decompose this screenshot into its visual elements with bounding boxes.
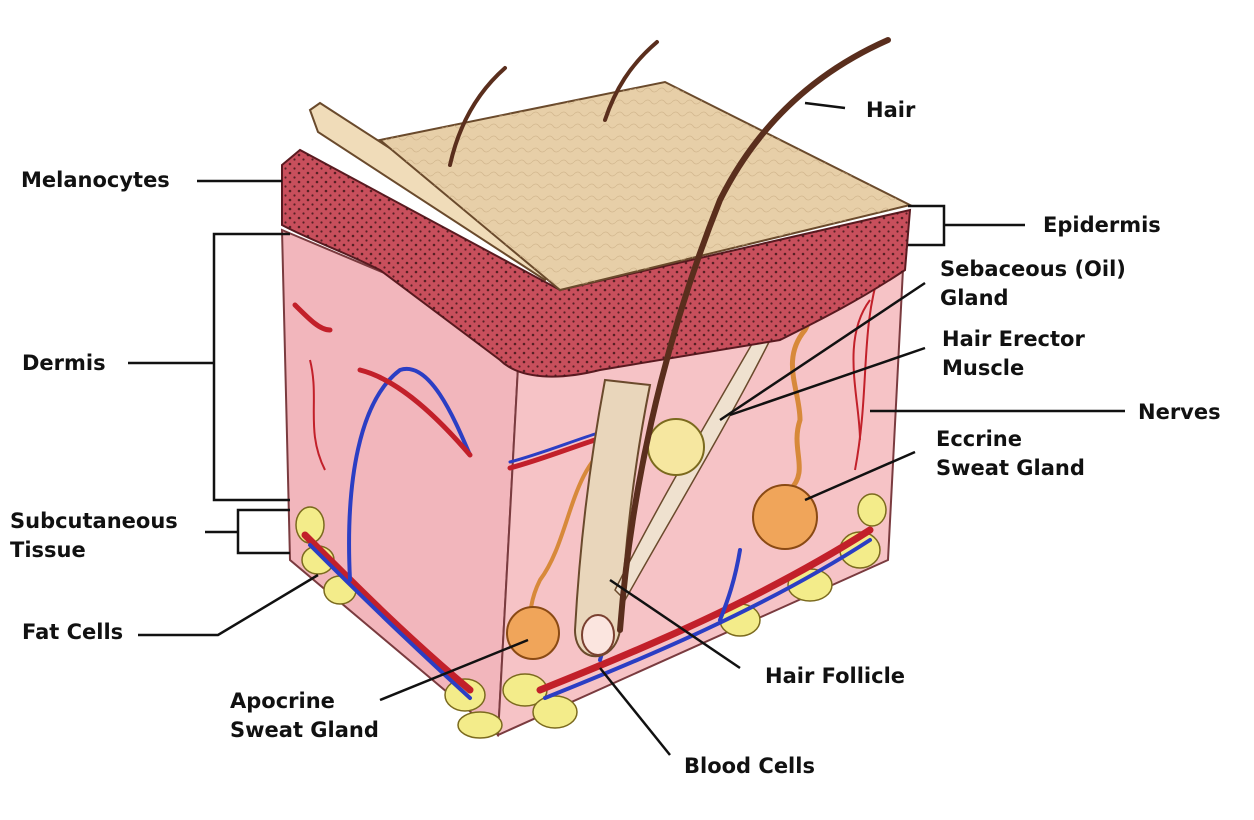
hair-follicle	[573, 378, 652, 658]
nerve-fibers	[309, 269, 881, 471]
label-blood-cells: Blood Cells	[684, 754, 815, 778]
hairs	[448, 37, 891, 633]
label-dermis: Dermis	[22, 351, 106, 375]
sebaceous-gland	[647, 418, 705, 476]
label-sebaceous-line-2: Gland	[940, 286, 1009, 310]
label-sebaceous-gland: Sebaceous (Oil) Gland	[940, 255, 1126, 313]
label-eccrine-sweat-gland: Eccrine Sweat Gland	[936, 425, 1085, 483]
label-sebaceous-line-1: Sebaceous (Oil)	[940, 257, 1126, 281]
label-fat-cells: Fat Cells	[22, 620, 124, 644]
label-subcutaneous-tissue: Subcutaneous Tissue	[10, 507, 178, 565]
label-hair-erector-line-2: Muscle	[942, 356, 1025, 380]
label-hair-erector-muscle: Hair Erector Muscle	[942, 325, 1085, 383]
label-apocrine-sweat-gland: Apocrine Sweat Gland	[230, 687, 379, 745]
label-hair: Hair	[866, 98, 916, 122]
label-subcutaneous-line-1: Subcutaneous	[10, 509, 178, 533]
label-subcutaneous-line-2: Tissue	[10, 538, 86, 562]
label-hair-erector-line-1: Hair Erector	[942, 327, 1085, 351]
label-apocrine-line-2: Sweat Gland	[230, 718, 379, 742]
label-apocrine-line-1: Apocrine	[230, 689, 335, 713]
hair-bulb	[581, 614, 615, 656]
leader-lines	[128, 101, 1125, 756]
label-eccrine-line-2: Sweat Gland	[936, 456, 1085, 480]
blood-vessels	[292, 302, 874, 700]
eccrine-sweat-gland-coil	[752, 484, 818, 550]
apocrine-sweat-gland-coil	[506, 606, 560, 660]
label-melanocytes: Melanocytes	[21, 168, 170, 192]
label-nerves: Nerves	[1138, 400, 1221, 424]
label-eccrine-line-1: Eccrine	[936, 427, 1022, 451]
label-hair-follicle: Hair Follicle	[765, 664, 906, 688]
label-epidermis: Epidermis	[1043, 213, 1161, 237]
